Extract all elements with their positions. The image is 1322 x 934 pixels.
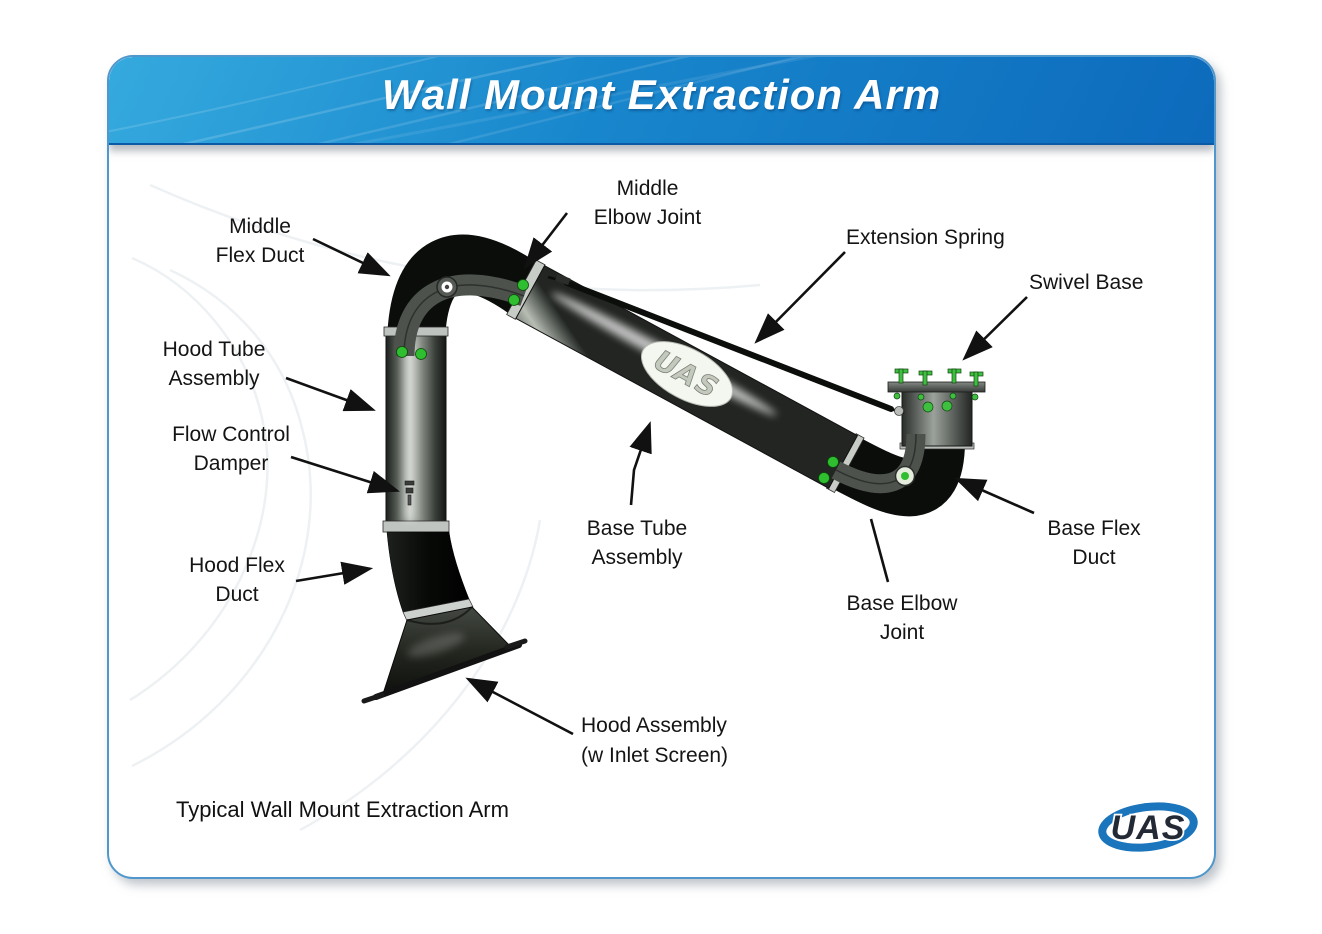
label-swivel-base: Swivel Base — [1029, 271, 1144, 294]
label-flow-control-damper: Flow Control Damper — [172, 423, 290, 475]
title-banner: Wall Mount Extraction Arm — [109, 57, 1214, 145]
label-base-tube-assembly: Base Tube Assembly — [586, 517, 688, 569]
label-base-flex-duct: Base Flex Duct — [1047, 517, 1141, 569]
label-middle-flex-duct: Middle Flex Duct — [215, 215, 305, 267]
slide-caption: Typical Wall Mount Extraction Arm — [176, 797, 509, 822]
label-middle-elbow-joint: Middle Elbow Joint — [593, 177, 702, 229]
label-extension-spring: Extension Spring — [846, 226, 1005, 249]
label-hood-flex-duct: Hood Flex Duct — [189, 554, 285, 606]
banner-swoosh-decoration — [109, 57, 817, 143]
label-hood-tube-assembly: Hood Tube Assembly — [162, 338, 266, 390]
label-hood-assembly: Hood Assembly (w Inlet Screen) — [581, 714, 729, 767]
page-title: Wall Mount Extraction Arm — [381, 71, 942, 118]
label-base-elbow-joint: Base Elbow Joint — [846, 592, 958, 644]
